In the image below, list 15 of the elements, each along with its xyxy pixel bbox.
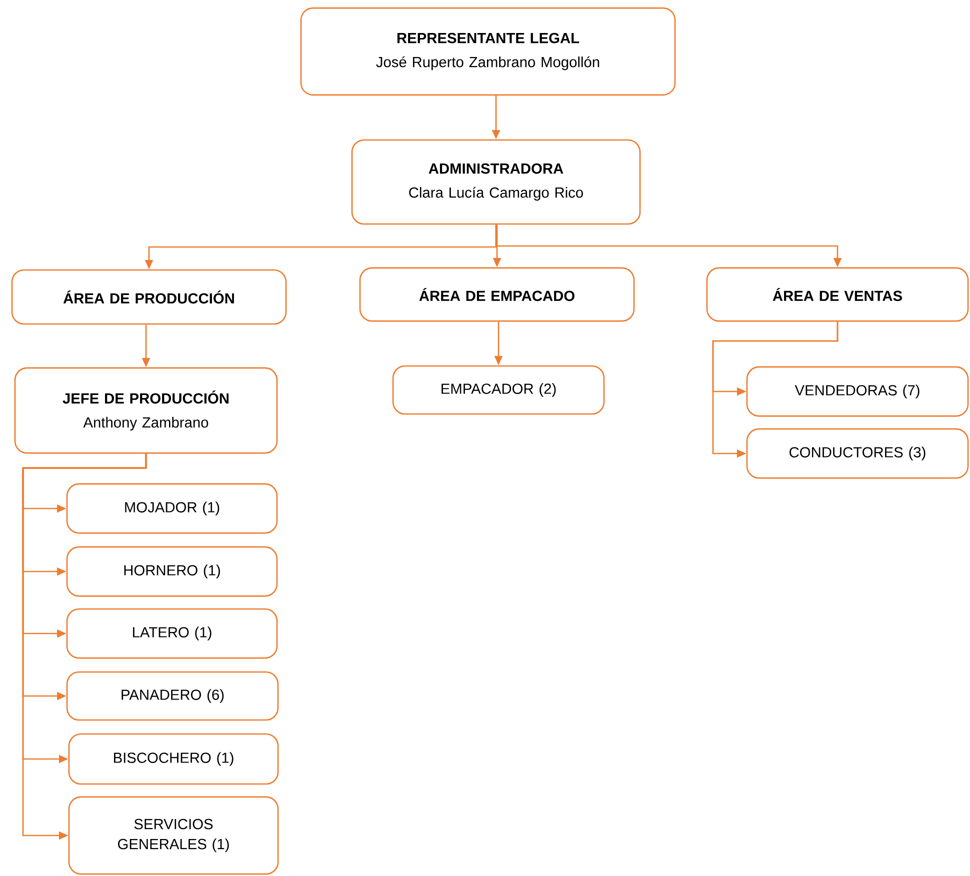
- position-box: ADMINISTRADORA Clara Lucía Camargo Rico: [351, 139, 641, 225]
- position-box: REPRESENTANTE LEGAL José Ruperto Zambrano Mogollón: [300, 7, 676, 96]
- area-box: ÁREA DE VENTAS: [706, 267, 969, 322]
- role-box: PANADERO (6): [66, 671, 279, 721]
- role-box: CONDUCTORES (3): [746, 428, 969, 479]
- role-box: VENDEDORAS (7): [746, 366, 969, 417]
- area-box: ÁREA DE PRODUCCIÓN: [11, 269, 287, 325]
- area-box: ÁREA DE EMPACADO: [359, 267, 635, 322]
- role-box: BISCOCHERO (1): [68, 733, 279, 785]
- role-box: MOJADOR (1): [66, 483, 278, 534]
- position-box: JEFE DE PRODUCCIÓN Anthony Zambrano: [14, 367, 278, 454]
- role-box: SERVICIOS GENERALES (1): [68, 796, 279, 875]
- role-box: EMPACADOR (2): [392, 365, 605, 415]
- role-box: LATERO (1): [66, 608, 278, 659]
- role-box: HORNERO (1): [66, 546, 278, 597]
